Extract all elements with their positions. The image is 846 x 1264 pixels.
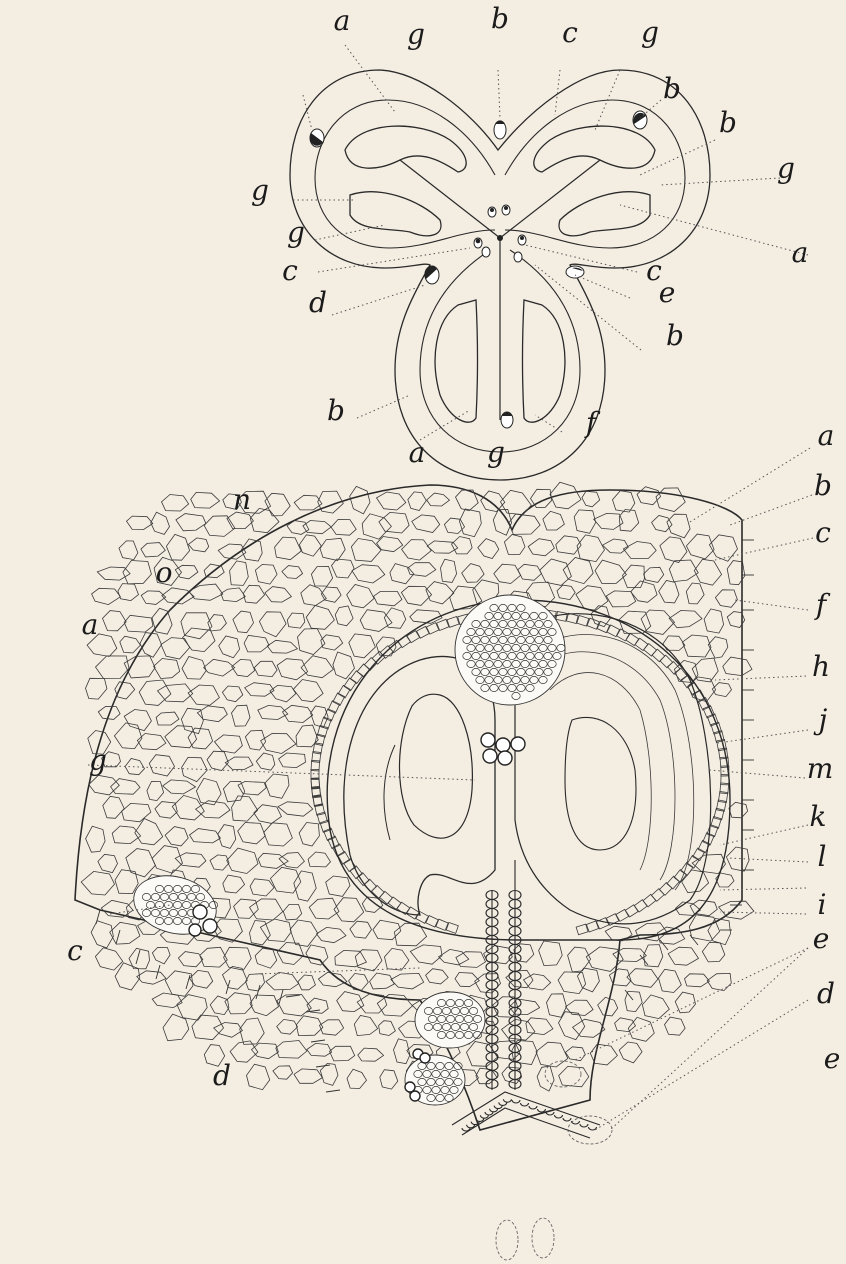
leader-line <box>718 730 808 743</box>
leader-line <box>535 265 641 350</box>
label-lower-5: a <box>82 608 99 641</box>
leader-line <box>318 248 470 272</box>
label-upper-3: c <box>562 16 578 49</box>
label-upper-18: a <box>409 436 426 469</box>
label-upper-9: a <box>792 236 809 269</box>
leader-line <box>420 410 470 440</box>
label-lower-12: c <box>67 934 83 967</box>
label-lower-15: e <box>813 922 830 955</box>
leader-line <box>660 178 780 185</box>
label-lower-0: a <box>818 419 835 452</box>
leader-line <box>303 95 312 130</box>
label-upper-7: g <box>777 152 795 185</box>
label-upper-19: g <box>487 436 505 469</box>
label-lower-4: c <box>815 516 831 549</box>
label-upper-16: b <box>327 394 345 427</box>
leader-line <box>535 415 562 432</box>
leader-line <box>620 205 808 255</box>
label-lower-7: h <box>812 650 830 683</box>
label-lower-9: g <box>89 744 107 777</box>
label-lower-6: f <box>814 588 831 621</box>
label-upper-0: a <box>334 4 351 37</box>
label-upper-17: f <box>584 406 601 439</box>
label-upper-14: e <box>659 276 676 309</box>
label-upper-11: c <box>282 254 298 287</box>
leader-line <box>315 225 385 240</box>
label-lower-18: e <box>824 1042 841 1075</box>
leader-line <box>710 770 805 778</box>
label-lower-1: n <box>233 483 251 516</box>
label-lower-3: o <box>156 556 173 589</box>
label-lower-8: j <box>813 703 828 736</box>
leader-line <box>720 912 806 914</box>
leader-line <box>728 858 808 862</box>
leader-line <box>715 538 813 560</box>
label-upper-8: g <box>251 174 269 207</box>
leader-line <box>715 676 806 680</box>
leader-line <box>720 825 808 845</box>
label-upper-10: g <box>287 216 305 249</box>
label-lower-17: d <box>213 1059 231 1092</box>
leader-line <box>735 600 808 610</box>
label-upper-5: b <box>663 72 681 105</box>
leader-line <box>88 765 475 780</box>
leader-line <box>575 275 630 298</box>
leader-line <box>575 948 808 1060</box>
label-lower-14: i <box>818 888 827 921</box>
label-lower-16: d <box>817 977 835 1010</box>
label-upper-15: b <box>666 319 684 352</box>
leader-line <box>610 948 808 1130</box>
label-upper-6: b <box>719 106 737 139</box>
label-upper-4: g <box>641 16 659 49</box>
label-lower-11: k <box>810 800 827 833</box>
leader-line <box>720 888 806 890</box>
leader-line <box>640 140 715 175</box>
label-lower-10: m <box>807 752 834 785</box>
label-upper-1: g <box>407 18 425 51</box>
label-upper-13: d <box>309 286 327 319</box>
label-lower-2: b <box>814 469 832 502</box>
label-upper-2: b <box>491 2 509 35</box>
leader-line <box>498 70 500 118</box>
lower-section <box>75 482 754 1260</box>
leader-line <box>256 968 420 974</box>
leader-line <box>690 448 810 522</box>
label-lower-13: l <box>818 840 827 873</box>
